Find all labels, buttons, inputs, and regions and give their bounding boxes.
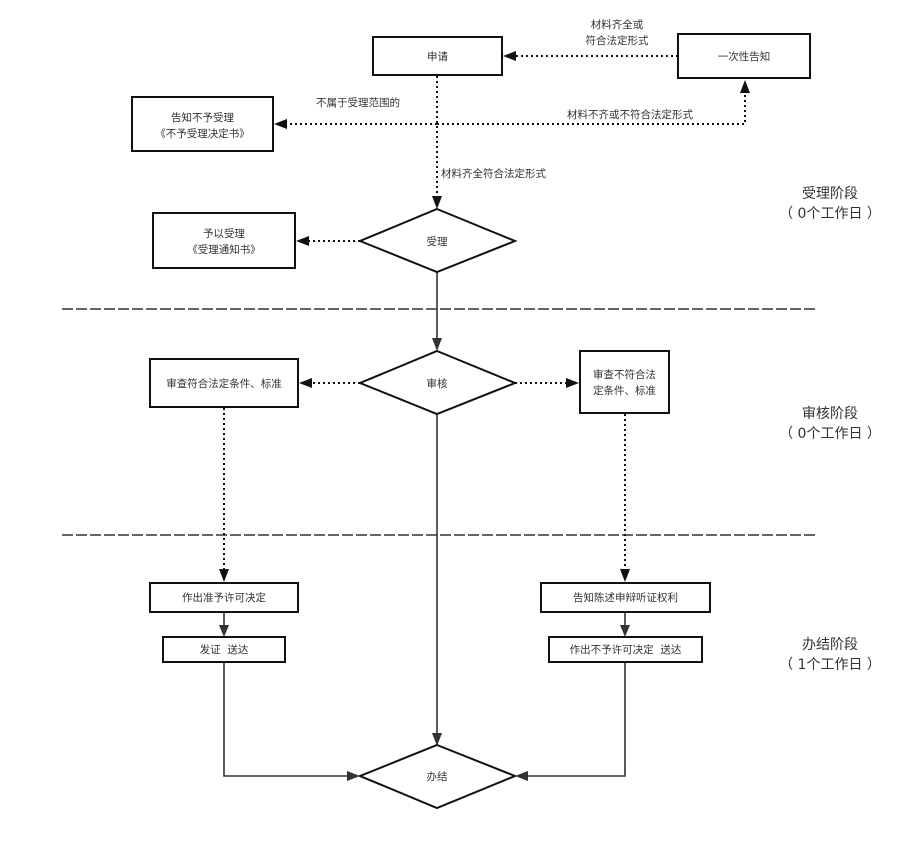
node-review-fail[interactable]: 审查不符合法 定条件、标准 bbox=[579, 350, 670, 414]
node-review-pass-label: 审查符合法定条件、标准 bbox=[166, 377, 282, 390]
stage-duration: （ 0个工作日 ） bbox=[779, 206, 881, 222]
stage-name: 受理阶段 bbox=[802, 186, 858, 202]
node-apply[interactable]: 申请 bbox=[372, 36, 503, 76]
arrowhead-icon bbox=[515, 771, 528, 781]
node-issue-deliver[interactable]: 发证 送达 bbox=[162, 636, 286, 663]
node-complete-label: 办结 bbox=[427, 770, 448, 783]
edge-accept-to-review bbox=[432, 272, 442, 351]
node-complete[interactable]: 办结 bbox=[357, 743, 518, 810]
node-issue-deliver-label: 发证 送达 bbox=[200, 643, 249, 656]
edge-review-to-fail bbox=[515, 378, 579, 388]
stage-duration: （ 0个工作日 ） bbox=[779, 426, 881, 442]
stage-label-review: 审核阶段 （ 0个工作日 ） bbox=[779, 406, 881, 442]
edge-apply-to-accept bbox=[432, 76, 442, 209]
node-notice-reject[interactable]: 告知不予受理 《不予受理决定书》 bbox=[131, 96, 274, 152]
node-review-decision[interactable]: 审核 bbox=[357, 349, 518, 416]
edge-review-to-complete bbox=[432, 414, 442, 746]
arrowhead-icon bbox=[299, 378, 312, 388]
stage-duration: （ 1个工作日 ） bbox=[779, 657, 881, 673]
stage-label-accept: 受理阶段 （ 0个工作日 ） bbox=[779, 186, 881, 222]
arrowhead-icon bbox=[274, 119, 287, 129]
node-grant-decision-label: 作出准予许可决定 bbox=[182, 591, 266, 604]
node-deny-deliver[interactable]: 作出不予许可决定 送达 bbox=[548, 636, 703, 663]
stage-name: 审核阶段 bbox=[802, 406, 858, 422]
edge-label-complete-and-legal: 材料齐全符合法定形式 bbox=[441, 167, 546, 180]
edge-issue-to-complete bbox=[223, 662, 360, 781]
node-accept-notice-line2: 《受理通知书》 bbox=[187, 243, 261, 256]
edge-notify-to-deny bbox=[620, 612, 630, 637]
arrowhead-icon bbox=[219, 569, 229, 582]
arrowhead-icon bbox=[432, 338, 442, 351]
node-one-time-notice[interactable]: 一次性告知 bbox=[677, 33, 811, 79]
node-accept-decision[interactable]: 受理 bbox=[357, 207, 518, 274]
node-review-fail-line1: 审查不符合法 bbox=[593, 368, 656, 381]
edge-accept-to-notice bbox=[296, 236, 360, 246]
edge-review-to-pass bbox=[299, 378, 360, 388]
node-review-pass[interactable]: 审查符合法定条件、标准 bbox=[149, 358, 299, 408]
node-one-time-notice-label: 一次性告知 bbox=[718, 50, 771, 63]
node-accept-notice[interactable]: 予以受理 《受理通知书》 bbox=[152, 212, 296, 269]
edge-apply-to-reject bbox=[274, 119, 437, 129]
edge-deny-to-complete bbox=[515, 662, 626, 781]
arrowhead-icon bbox=[432, 196, 442, 209]
node-grant-decision[interactable]: 作出准予许可决定 bbox=[149, 582, 299, 613]
edge-fail-to-notify bbox=[620, 414, 630, 582]
arrowhead-icon bbox=[620, 625, 630, 637]
node-deny-deliver-label: 作出不予许可决定 送达 bbox=[570, 643, 682, 656]
node-notice-reject-line1: 告知不予受理 bbox=[171, 111, 234, 124]
stage-label-complete: 办结阶段 （ 1个工作日 ） bbox=[779, 637, 881, 673]
node-notify-rights-label: 告知陈述申辩听证权利 bbox=[573, 591, 678, 604]
node-accept-decision-label: 受理 bbox=[427, 236, 448, 248]
arrowhead-icon bbox=[432, 733, 442, 746]
node-notice-reject-line2: 《不予受理决定书》 bbox=[155, 127, 250, 140]
node-notify-rights[interactable]: 告知陈述申辩听证权利 bbox=[540, 582, 711, 613]
edge-label-not-in-scope: 不属于受理范围的 bbox=[316, 96, 400, 109]
arrowhead-icon bbox=[219, 625, 229, 637]
node-apply-label: 申请 bbox=[427, 50, 448, 63]
arrowhead-icon bbox=[347, 771, 360, 781]
arrowhead-icon bbox=[740, 80, 750, 93]
node-review-decision-label: 审核 bbox=[427, 377, 448, 390]
edge-notice-to-apply bbox=[503, 51, 678, 61]
edge-label-complete-materials-1: 材料齐全或 bbox=[591, 18, 644, 31]
stage-name: 办结阶段 bbox=[802, 637, 858, 653]
edge-pass-to-grant bbox=[219, 408, 229, 582]
edge-apply-to-notice bbox=[437, 80, 750, 125]
arrowhead-icon bbox=[296, 236, 309, 246]
arrowhead-icon bbox=[620, 569, 630, 582]
node-accept-notice-line1: 予以受理 bbox=[203, 228, 245, 240]
edge-label-complete-materials-2: 符合法定形式 bbox=[586, 34, 649, 47]
node-review-fail-line2: 定条件、标准 bbox=[593, 384, 656, 397]
arrowhead-icon bbox=[503, 51, 516, 61]
edge-label-incomplete-materials: 材料不齐或不符合法定形式 bbox=[567, 108, 693, 121]
edge-grant-to-issue bbox=[219, 612, 229, 637]
arrowhead-icon bbox=[566, 378, 579, 388]
